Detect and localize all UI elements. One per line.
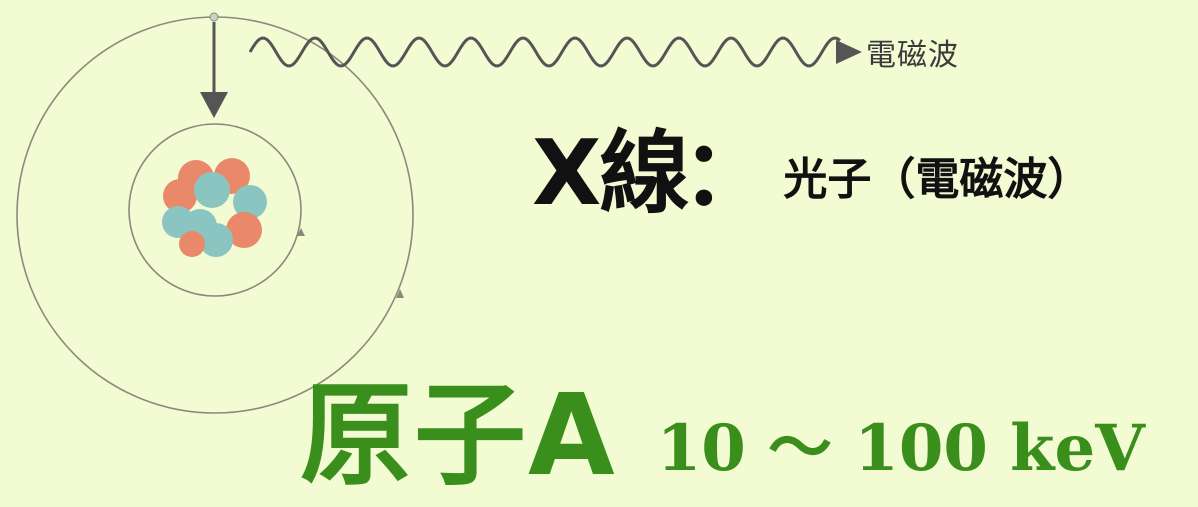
atom-label: 原子A 10 ～ 100 keV (300, 345, 1145, 507)
atom-diagram (16, 12, 862, 414)
wave-arrowhead (836, 40, 862, 64)
xray-title-main: X線 (532, 121, 689, 226)
electron-marker (209, 12, 219, 22)
nucleus (162, 158, 267, 257)
xray-title-sub: 光子（電磁波） (783, 154, 1092, 205)
inner-orbit (128, 123, 302, 297)
outer-orbit-arrowhead (396, 289, 404, 298)
wave-label: 電磁波 (866, 38, 959, 73)
atom-name: 原子A (300, 371, 617, 501)
inner-orbit-arrowhead (297, 228, 305, 236)
atom-energy: 10 ～ 100 keV (656, 411, 1145, 486)
xray-title: X線：光子（電磁波） (532, 100, 1091, 230)
electromagnetic-wave (248, 36, 841, 68)
xray-title-colon: ： (681, 121, 772, 226)
transition-arrowhead (200, 92, 228, 118)
